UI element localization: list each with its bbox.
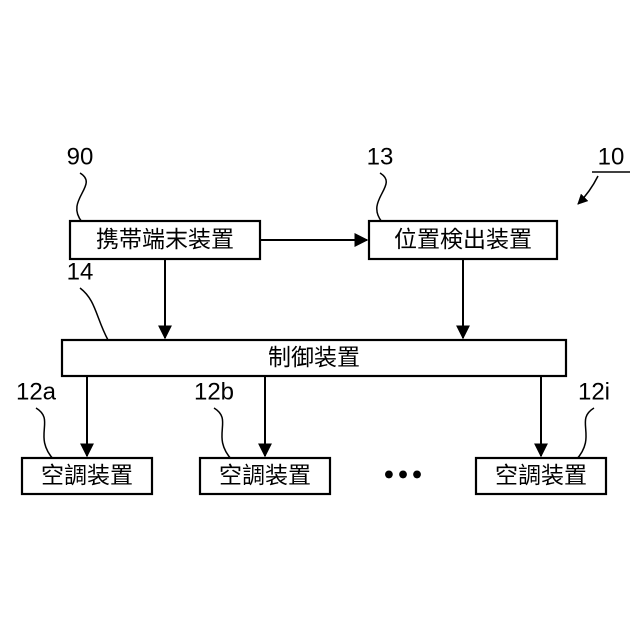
controller-leader xyxy=(80,288,108,340)
aircon-b-box: 空調装置 xyxy=(200,458,330,494)
system-ref-label: 10 xyxy=(598,144,625,171)
aircon-i-ref: 12i xyxy=(578,379,610,406)
position-detector-box: 位置検出装置 xyxy=(369,221,557,259)
portable-terminal-box: 携帯端末装置 xyxy=(70,221,260,259)
aircon-a-ref: 12a xyxy=(16,379,57,406)
aircon-i-box: 空調装置 xyxy=(476,458,606,494)
position-detector-label: 位置検出装置 xyxy=(394,227,532,253)
portable-terminal-label: 携帯端末装置 xyxy=(96,227,234,253)
portable-terminal-leader xyxy=(77,173,86,222)
portable-terminal-ref: 90 xyxy=(67,144,94,171)
ellipsis: ••• xyxy=(382,464,424,489)
aircon-a-box: 空調装置 xyxy=(22,458,152,494)
system-ref-arrow xyxy=(578,176,598,204)
position-detector-leader xyxy=(377,173,386,222)
aircon-i-leader xyxy=(576,408,594,460)
aircon-a-leader xyxy=(36,408,54,460)
aircon-a-label: 空調装置 xyxy=(41,463,133,489)
aircon-i-label: 空調装置 xyxy=(495,463,587,489)
aircon-b-ref: 12b xyxy=(194,379,234,406)
aircon-b-label: 空調装置 xyxy=(219,463,311,489)
aircon-b-leader xyxy=(214,408,232,460)
position-detector-ref: 13 xyxy=(367,144,394,171)
controller-label: 制御装置 xyxy=(268,345,360,371)
controller-box: 制御装置 xyxy=(62,340,566,376)
controller-ref: 14 xyxy=(67,259,94,286)
